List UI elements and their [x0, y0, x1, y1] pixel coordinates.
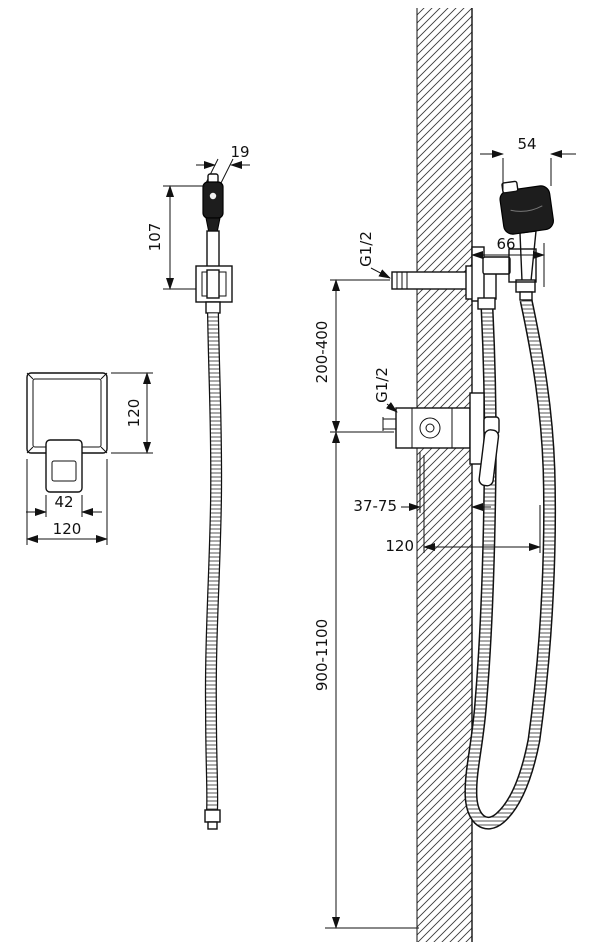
witness-line	[220, 158, 234, 184]
dim-label-54: 54	[517, 135, 536, 153]
mixer-cartridge	[419, 417, 441, 439]
holder-arm	[482, 256, 511, 275]
wall-section	[416, 8, 473, 942]
dim-19: 19	[196, 143, 250, 184]
dim-42: 42	[26, 493, 102, 517]
dim-120-plate-width: 120	[26, 459, 108, 545]
dim-label-120-height: 120	[125, 399, 143, 428]
dim-200-400: 200-400	[313, 279, 394, 433]
plate-handle-opening	[51, 460, 77, 482]
hose-top-fitting	[205, 301, 221, 314]
dim-g12-mixer: G1/2	[373, 367, 398, 413]
dim-label-66: 66	[496, 235, 515, 253]
mixer-body	[395, 407, 471, 449]
hose-texture	[206, 312, 221, 813]
holder-front-grip	[206, 269, 220, 299]
sprayer-head-nub	[501, 180, 519, 194]
sprayer-front-handle	[206, 230, 220, 272]
shower-hose-side	[464, 297, 557, 830]
dim-66: 66	[471, 235, 545, 287]
handheld-sprayer-side	[499, 180, 554, 301]
dim-54: 54	[480, 135, 576, 190]
mixer-side	[382, 392, 500, 487]
mixer-lever	[478, 429, 500, 487]
leader-line	[370, 267, 391, 279]
dim-120-side: 120	[385, 455, 541, 555]
dim-label-120-side: 120	[385, 537, 414, 555]
sprayer-head-highlight	[510, 205, 543, 212]
dim-900-1100: 900-1100	[313, 431, 419, 929]
plate-handle	[45, 439, 83, 493]
outlet-pipe	[391, 271, 473, 290]
plate-corner	[26, 446, 34, 454]
holder-ring	[508, 248, 537, 283]
hose-bottom-fitting	[204, 809, 221, 823]
dim-37-75: 37-75	[353, 452, 491, 515]
sprayer-head-body	[499, 185, 554, 235]
dim-label-37-75: 37-75	[353, 497, 397, 515]
leader-line	[385, 402, 398, 413]
sprayer-front-button	[209, 192, 217, 200]
plate-corner	[100, 372, 108, 380]
dim-label-107: 107	[146, 223, 164, 252]
dim-label-g12-mixer: G1/2	[373, 367, 391, 403]
plate-corner	[100, 446, 108, 454]
dim-label-120-width: 120	[53, 520, 82, 538]
dim-label-200-400: 200-400	[313, 321, 331, 384]
holder-front	[195, 265, 233, 303]
wall-hatch	[417, 8, 472, 942]
hose-bottom-cap	[207, 821, 218, 830]
handheld-sprayer-front	[202, 173, 224, 272]
sprayer-holder-side	[471, 246, 511, 302]
dim-label-g12-outlet: G1/2	[357, 231, 375, 267]
dim-120-plate-height: 120	[111, 372, 153, 454]
mixer-cartridge-screw	[425, 423, 435, 433]
sprayer-nut-small	[519, 291, 533, 301]
dim-label-900-1100: 900-1100	[313, 619, 331, 691]
dim-107: 107	[146, 185, 205, 290]
hose-nipple	[477, 297, 496, 310]
sprayer-handle-side	[519, 230, 537, 282]
mixer-lever-body	[478, 429, 500, 487]
dim-label-42: 42	[54, 493, 73, 511]
control-plate-front	[26, 372, 108, 493]
shower-hose-front	[204, 301, 223, 830]
sprayer-front-head	[202, 181, 224, 219]
sprayer-head-side	[499, 180, 554, 235]
dim-label-19: 19	[230, 143, 249, 161]
dim-g12-outlet: G1/2	[357, 231, 391, 279]
plate-corner	[26, 372, 34, 380]
